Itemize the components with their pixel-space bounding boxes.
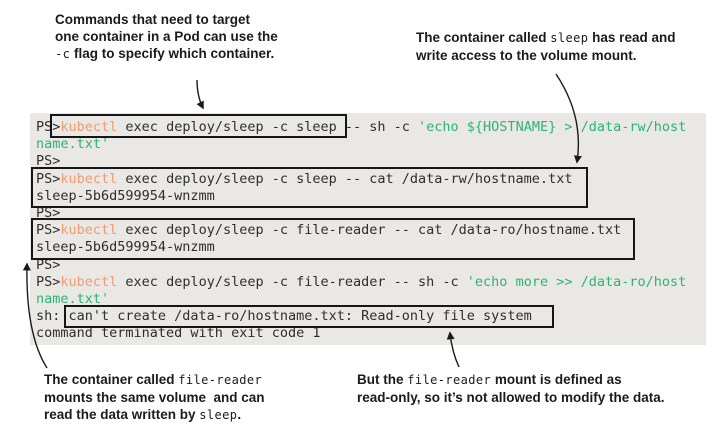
highlight-box-read-only-error: [64, 305, 554, 328]
highlight-box-read-write-cat: [31, 167, 588, 208]
terminal-output: PS>kubectl exec deploy/sleep -c sleep --…: [36, 119, 687, 342]
arrow-c-flag: [196, 79, 204, 110]
highlight-box-c-flag: [50, 114, 347, 138]
highlight-box-read-only-cat: [31, 218, 635, 260]
